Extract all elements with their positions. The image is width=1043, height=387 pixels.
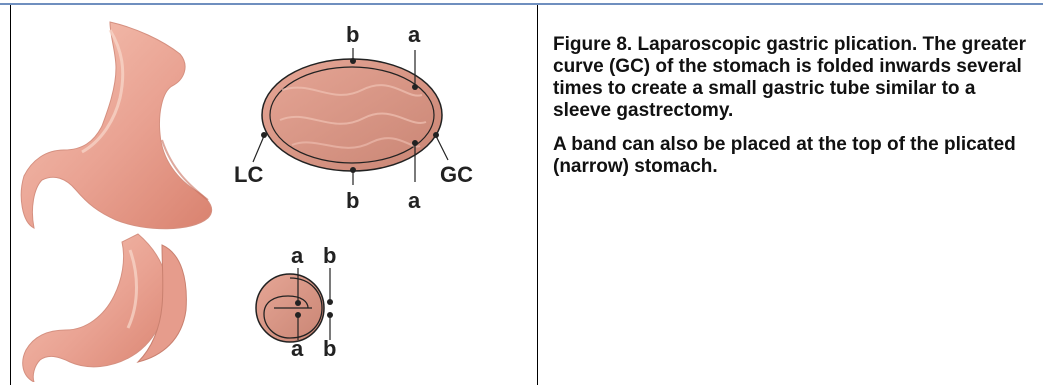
caption-paragraph-2: A band can also be placed at the top of … — [553, 134, 1028, 178]
top-border-rule — [0, 3, 1043, 5]
label-bottom-a-lower: a — [291, 336, 304, 361]
stomach-cross-section-illustration: b a LC GC b a — [234, 22, 473, 213]
label-top-a-upper: a — [408, 22, 421, 47]
caption-paragraph-1: Figure 8. Laparoscopic gastric plication… — [553, 34, 1028, 122]
figure-illustration: b a LC GC b a a b a — [12, 10, 535, 382]
label-top-lc: LC — [234, 162, 263, 187]
figure-svg: b a LC GC b a a b a — [12, 10, 535, 382]
label-top-gc: GC — [440, 162, 473, 187]
label-bottom-b-lower: b — [323, 336, 336, 361]
table-column-divider — [537, 5, 538, 385]
label-top-a-lower: a — [408, 188, 421, 213]
label-top-b-lower: b — [346, 188, 359, 213]
label-bottom-a-upper: a — [291, 243, 304, 268]
table-left-border — [10, 5, 11, 385]
label-top-b-upper: b — [346, 22, 359, 47]
label-bottom-b-upper: b — [323, 243, 336, 268]
figure-caption: Figure 8. Laparoscopic gastric plication… — [553, 34, 1028, 190]
plicated-cross-section-illustration: a b a b — [256, 243, 336, 361]
stomach-whole-illustration — [21, 22, 211, 229]
plicated-stomach-illustration — [23, 234, 187, 382]
